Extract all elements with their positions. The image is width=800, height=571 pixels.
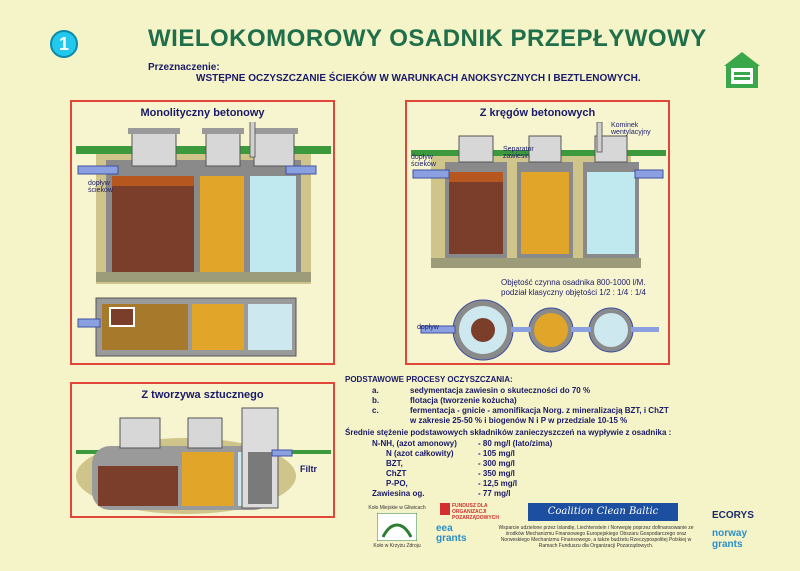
process-b-letter: b.	[372, 396, 380, 405]
panel-plastic-title: Z tworzywa sztucznego	[141, 389, 264, 401]
filter-label: Filtr	[300, 464, 317, 474]
panel-plastic: Z tworzywa sztucznego Filtr	[70, 382, 335, 518]
house-logo-icon	[724, 52, 760, 88]
process-a-text: sedymentacja zawiesin o skuteczności do …	[410, 386, 591, 395]
monolithic-inflow-label: dopływ ścieków	[88, 180, 113, 194]
kolo-line-2: Koło w Krzyżu Zdroju	[373, 543, 421, 549]
outflow-row-value: - 350 mg/l	[478, 469, 515, 478]
ecorys-logo: ECORYS	[712, 510, 754, 521]
outflow-row-name: ChZT	[386, 469, 407, 478]
outflow-row-value: - 300 mg/l	[478, 459, 515, 468]
kolo-line-1: Koło Miejskie w Gliwicach	[368, 505, 426, 511]
outflow-row-value: - 77 mg/l	[478, 489, 511, 498]
outflow-row-name: P-PO,	[386, 479, 408, 488]
separator-label: Separator zawiesin	[503, 146, 534, 160]
outflow-row-name: Zawiesina og.	[372, 489, 425, 498]
outflow-row-name: N-NH, (azot amonowy)	[372, 439, 457, 448]
rings-inflow-label: dopływ ścieków	[411, 154, 436, 168]
chimney-label: Kominek wentylacyjny	[611, 122, 651, 136]
number-badge: 1	[50, 30, 78, 58]
plan-inflow-label: dopływ	[417, 324, 439, 331]
eea-grants-logo: eea grants	[436, 523, 467, 544]
process-c-letter: c.	[372, 406, 379, 415]
process-b-text: flotacja (tworzenie kożucha)	[410, 396, 517, 405]
monolithic-diagram	[76, 122, 331, 357]
fund-logo-icon	[440, 503, 450, 515]
norway-grants-logo: norway grants	[712, 528, 748, 550]
panel-monolithic-title: Monolityczny betonowy	[140, 107, 265, 119]
outflow-heading: Średnie stężenie podstawowych składników…	[345, 428, 672, 437]
plastic-diagram	[76, 407, 331, 514]
outflow-row-value: - 12,5 mg/l	[478, 479, 518, 488]
processes-heading: PODSTAWOWE PROCESY OCZYSZCZANIA:	[345, 375, 513, 384]
purpose-text: WSTĘPNE OCZYSZCZANIE ŚCIEKÓW W WARUNKACH…	[196, 73, 641, 84]
rings-diagram	[411, 122, 666, 268]
panel-rings: Z kręgów betonowych dopływ ścieków Separ…	[405, 100, 670, 365]
purpose-label: Przeznaczenie:	[148, 62, 220, 73]
process-c-text: fermentacja - gnicie - amonifikacja Norg…	[410, 406, 669, 415]
volume-line-2: podział klasyczny objętości 1/2 : 1/4 : …	[501, 288, 646, 297]
volume-line-1: Objętość czynna osadnika 800-1000 l/M.	[501, 278, 646, 287]
funding-text: Wsparcie udzielone przez Islandię, Liech…	[498, 525, 694, 549]
process-c-extra: w zakresie 25-50 % i biogenów N i P w pr…	[410, 416, 628, 425]
panel-monolithic: Monolityczny betonowy dopływ ścieków	[70, 100, 335, 365]
rings-plan-diagram	[420, 299, 659, 361]
outflow-row-value: - 80 mg/l (lato/zima)	[478, 439, 553, 448]
outflow-row-name: BZT,	[386, 459, 403, 468]
kolo-logo-icon	[377, 513, 417, 541]
page-title: WIELOKOMOROWY OSADNIK PRZEPŁYWOWY	[148, 25, 707, 52]
outflow-row-value: - 105 mg/l	[478, 449, 515, 458]
fund-text: FUNDUSZ DLA ORGANIZACJI POZARZĄDOWYCH	[452, 503, 499, 521]
coalition-logo: Coalition Clean Baltic	[528, 503, 678, 521]
outflow-row-name: N (azot całkowity)	[386, 449, 454, 458]
panel-rings-title: Z kręgów betonowych	[479, 107, 596, 119]
process-a-letter: a.	[372, 386, 379, 395]
